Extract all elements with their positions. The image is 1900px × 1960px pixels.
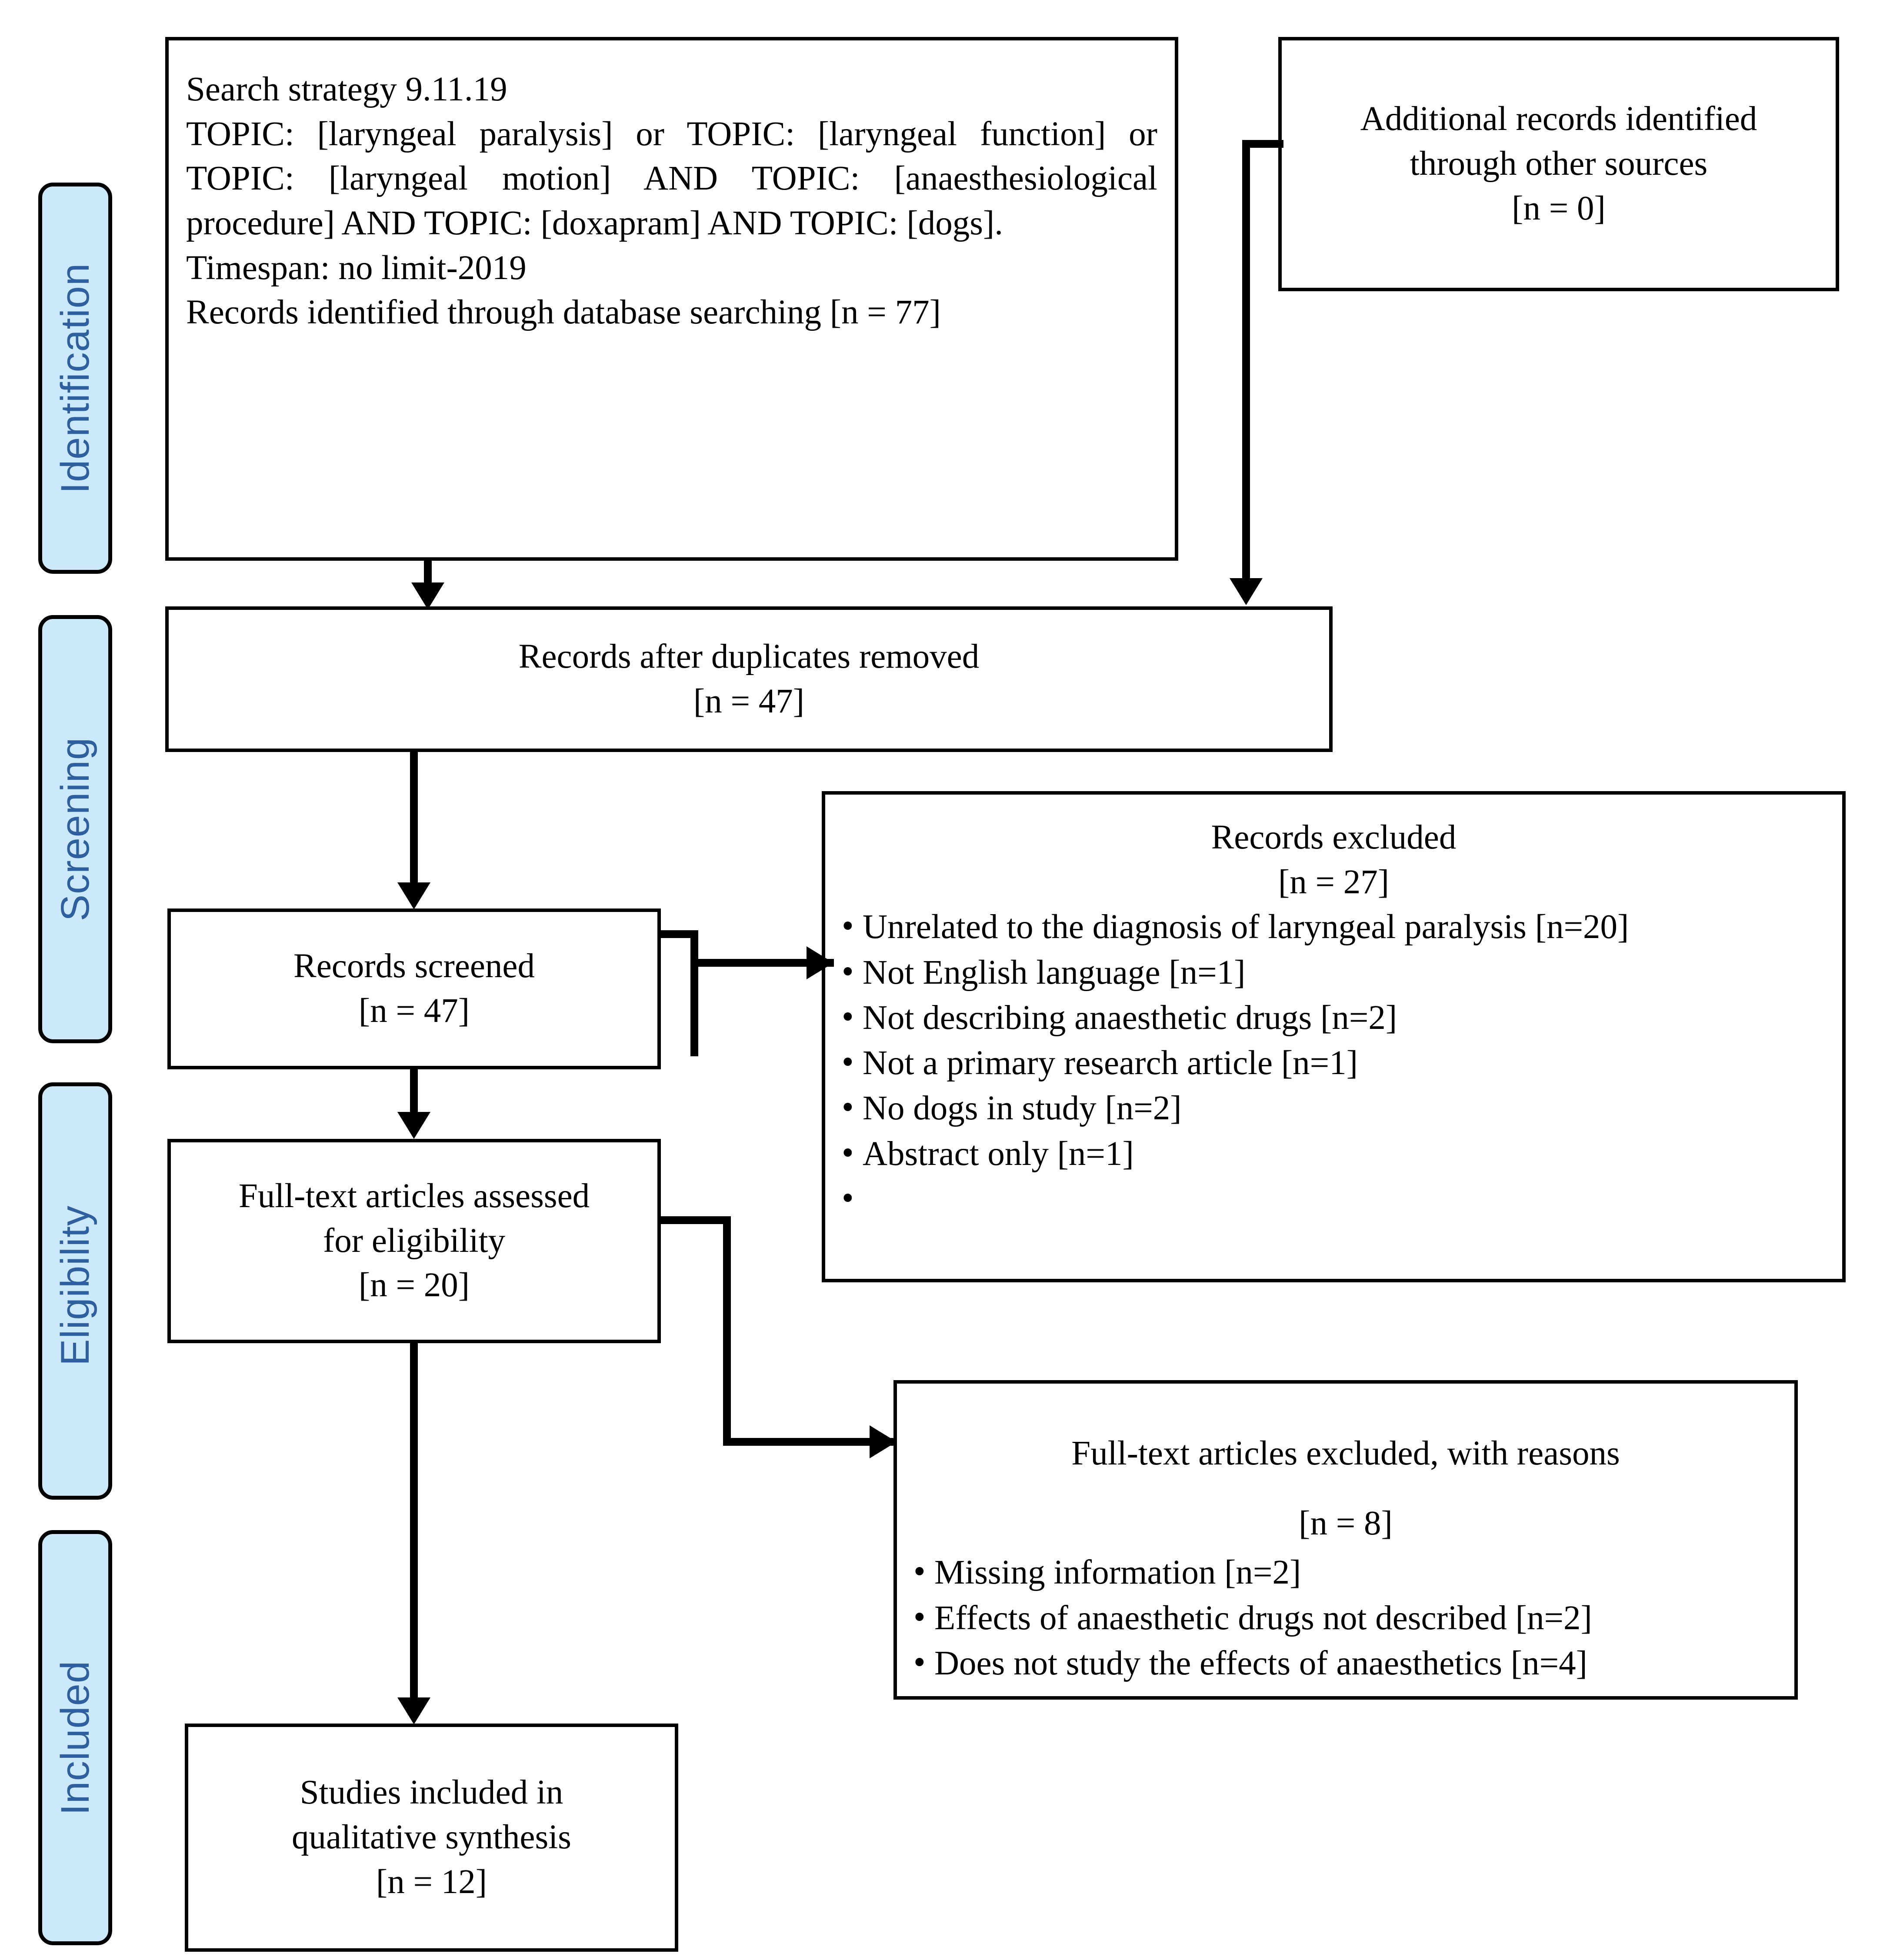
connector-screened-to-fulltext-line <box>410 1068 418 1115</box>
connector-fulltext-to-included-line <box>410 1341 418 1702</box>
connector-fulltext-to-included-arrow <box>397 1697 430 1724</box>
additional-records-title-line-1: Additional records identified <box>1360 100 1757 138</box>
list-item: Does not study the effects of anaestheti… <box>897 1640 1794 1686</box>
connector-screened-to-excluded-arrow <box>807 946 833 979</box>
connector-screened-to-excluded-h <box>690 959 834 967</box>
connector-fulltext-to-ftexcluded-arrow <box>870 1425 897 1458</box>
connector-duplicates-to-screened-line <box>410 750 418 885</box>
stage-identification-label: Identification <box>53 263 97 494</box>
records-after-duplicates-text: Records after duplicates removed [n = 47… <box>169 610 1329 749</box>
search-strategy-line-2: TOPIC: [laryngeal paralysis] or TOPIC: [… <box>186 115 1157 243</box>
stage-eligibility-label: Eligibility <box>53 1205 97 1366</box>
fulltext-excluded-reason-list: Missing information [n=2] Effects of ana… <box>897 1549 1794 1686</box>
studies-included-box: Studies included in qualitative synthesi… <box>185 1724 678 1952</box>
records-after-duplicates-box: Records after duplicates removed [n = 47… <box>165 606 1333 752</box>
list-item: Not a primary research article [n=1] <box>825 1040 1842 1086</box>
records-screened-box: Records screened [n = 47] <box>167 908 661 1069</box>
records-screened-count: [n = 47] <box>358 992 470 1030</box>
additional-records-title-line-2: through other sources <box>1410 145 1708 183</box>
stage-screening-label: Screening <box>53 737 97 922</box>
stage-eligibility: Eligibility <box>38 1082 112 1500</box>
additional-records-count: [n = 0] <box>1512 189 1606 227</box>
list-item-empty <box>825 1176 1842 1222</box>
list-item: Effects of anaesthetic drugs not describ… <box>897 1595 1794 1641</box>
fulltext-excluded-box: Full-text articles excluded, with reason… <box>893 1380 1798 1700</box>
records-screened-title: Records screened <box>293 947 535 985</box>
list-item: Not describing anaesthetic drugs [n=2] <box>825 995 1842 1041</box>
fulltext-assessed-title-line-2: for eligibility <box>323 1221 506 1260</box>
records-screened-text: Records screened [n = 47] <box>171 912 657 1066</box>
studies-included-title-line-2: qualitative synthesis <box>292 1818 571 1857</box>
fulltext-assessed-box: Full-text articles assessed for eligibil… <box>167 1139 661 1343</box>
records-excluded-title: Records excluded <box>1211 819 1457 856</box>
search-strategy-box: Search strategy 9.11.19 TOPIC: [laryngea… <box>165 37 1178 561</box>
studies-included-count: [n = 12] <box>376 1863 487 1901</box>
stage-screening: Screening <box>38 615 112 1043</box>
connector-additional-to-duplicates-h <box>1242 140 1283 148</box>
list-item: Unrelated to the diagnosis of laryngeal … <box>825 904 1842 950</box>
connector-duplicates-to-screened-arrow <box>397 882 430 909</box>
fulltext-assessed-count: [n = 20] <box>358 1266 470 1304</box>
fulltext-excluded-count: [n = 8] <box>1299 1504 1393 1542</box>
records-excluded-text: Records excluded [n = 27] Unrelated to t… <box>825 795 1842 1222</box>
connector-search-to-duplicates-line <box>424 559 432 585</box>
connector-screened-to-fulltext-arrow <box>397 1112 430 1139</box>
list-item: Abstract only [n=1] <box>825 1131 1842 1177</box>
connector-fulltext-to-ftexcluded-v <box>723 1216 731 1446</box>
fulltext-assessed-text: Full-text articles assessed for eligibil… <box>171 1142 657 1340</box>
fulltext-assessed-title-line-1: Full-text articles assessed <box>238 1177 590 1215</box>
connector-screened-to-excluded-stub <box>659 930 698 938</box>
fulltext-excluded-title: Full-text articles excluded, with reason… <box>1071 1434 1620 1472</box>
records-excluded-count: [n = 27] <box>1278 863 1390 901</box>
additional-records-box: Additional records identified through ot… <box>1278 37 1839 291</box>
records-after-duplicates-title: Records after duplicates removed <box>518 637 980 676</box>
connector-search-to-duplicates-arrow <box>411 582 444 609</box>
search-strategy-line-1: Search strategy 9.11.19 <box>186 70 507 108</box>
records-excluded-box: Records excluded [n = 27] Unrelated to t… <box>822 791 1846 1282</box>
stage-identification: Identification <box>38 183 112 574</box>
connector-fulltext-to-ftexcluded-h <box>723 1438 897 1446</box>
list-item: Missing information [n=2] <box>897 1549 1794 1595</box>
search-strategy-line-4: Records identified through database sear… <box>186 293 941 332</box>
records-excluded-reason-list: Unrelated to the diagnosis of laryngeal … <box>825 904 1842 1222</box>
search-strategy-text: Search strategy 9.11.19 TOPIC: [laryngea… <box>169 40 1175 335</box>
list-item: Not English language [n=1] <box>825 949 1842 995</box>
list-item: No dogs in study [n=2] <box>825 1085 1842 1131</box>
connector-fulltext-to-ftexcluded-stub <box>659 1216 731 1224</box>
connector-screened-to-excluded-v <box>690 930 698 1056</box>
fulltext-excluded-text: Full-text articles excluded, with reason… <box>897 1384 1794 1686</box>
additional-records-text: Additional records identified through ot… <box>1282 40 1836 288</box>
stage-included: Included <box>38 1530 112 1945</box>
connector-additional-to-duplicates-v <box>1242 140 1250 580</box>
stage-included-label: Included <box>53 1660 97 1815</box>
search-strategy-line-3: Timespan: no limit-2019 <box>186 249 527 287</box>
records-after-duplicates-count: [n = 47] <box>693 682 805 720</box>
studies-included-text: Studies included in qualitative synthesi… <box>188 1727 675 1948</box>
studies-included-title-line-1: Studies included in <box>300 1774 563 1812</box>
connector-additional-to-duplicates-arrow <box>1230 578 1263 605</box>
